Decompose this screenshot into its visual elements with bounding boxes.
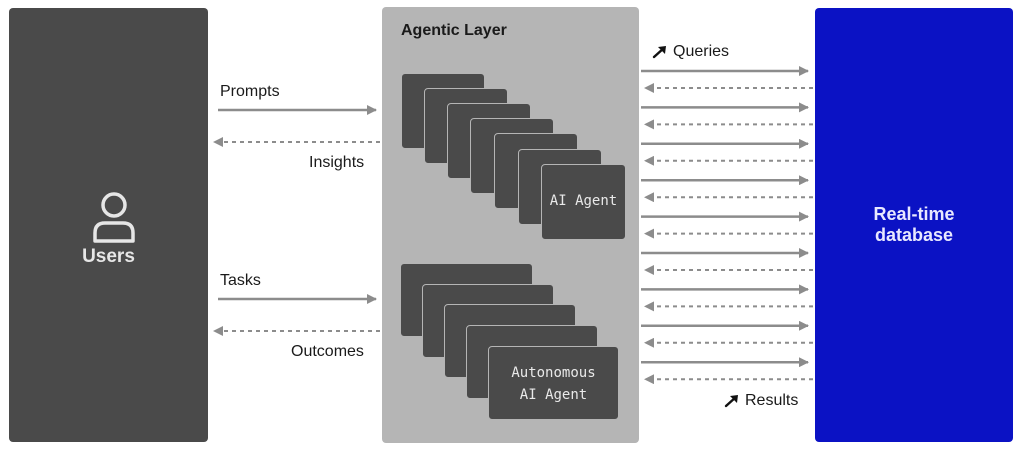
users-label: Users <box>82 246 135 267</box>
users-panel: Users <box>9 8 208 442</box>
queries-label: Queries <box>673 43 730 60</box>
outcomes-label: Outcomes <box>291 343 364 360</box>
database-label-line-2: database <box>874 225 954 245</box>
prompts-label: Prompts <box>220 83 280 100</box>
autonomous-agent-label-line-1: Autonomous <box>511 365 596 381</box>
database-label: Real-time database <box>815 204 1013 246</box>
tasks-label: Tasks <box>220 272 261 289</box>
insights-label: Insights <box>309 154 365 171</box>
user-icon <box>93 192 135 243</box>
ai-agent-label: AI Agent <box>549 193 618 209</box>
ai-agent-card-front: AI Agent <box>541 164 626 240</box>
autonomous-agent-label-line-2: AI Agent <box>519 387 588 403</box>
results-label: Results <box>745 392 799 409</box>
agentic-layer-title: Agentic Layer <box>401 22 507 39</box>
autonomous-agent-card-front: Autonomous AI Agent <box>488 346 619 420</box>
autonomous-agent-label: Autonomous AI Agent <box>489 362 618 406</box>
database-label-line-1: Real-time <box>873 204 955 224</box>
arrow-up-right-icon <box>652 46 666 59</box>
arrow-up-right-icon <box>724 395 738 408</box>
database-panel: Real-time database <box>815 8 1013 442</box>
